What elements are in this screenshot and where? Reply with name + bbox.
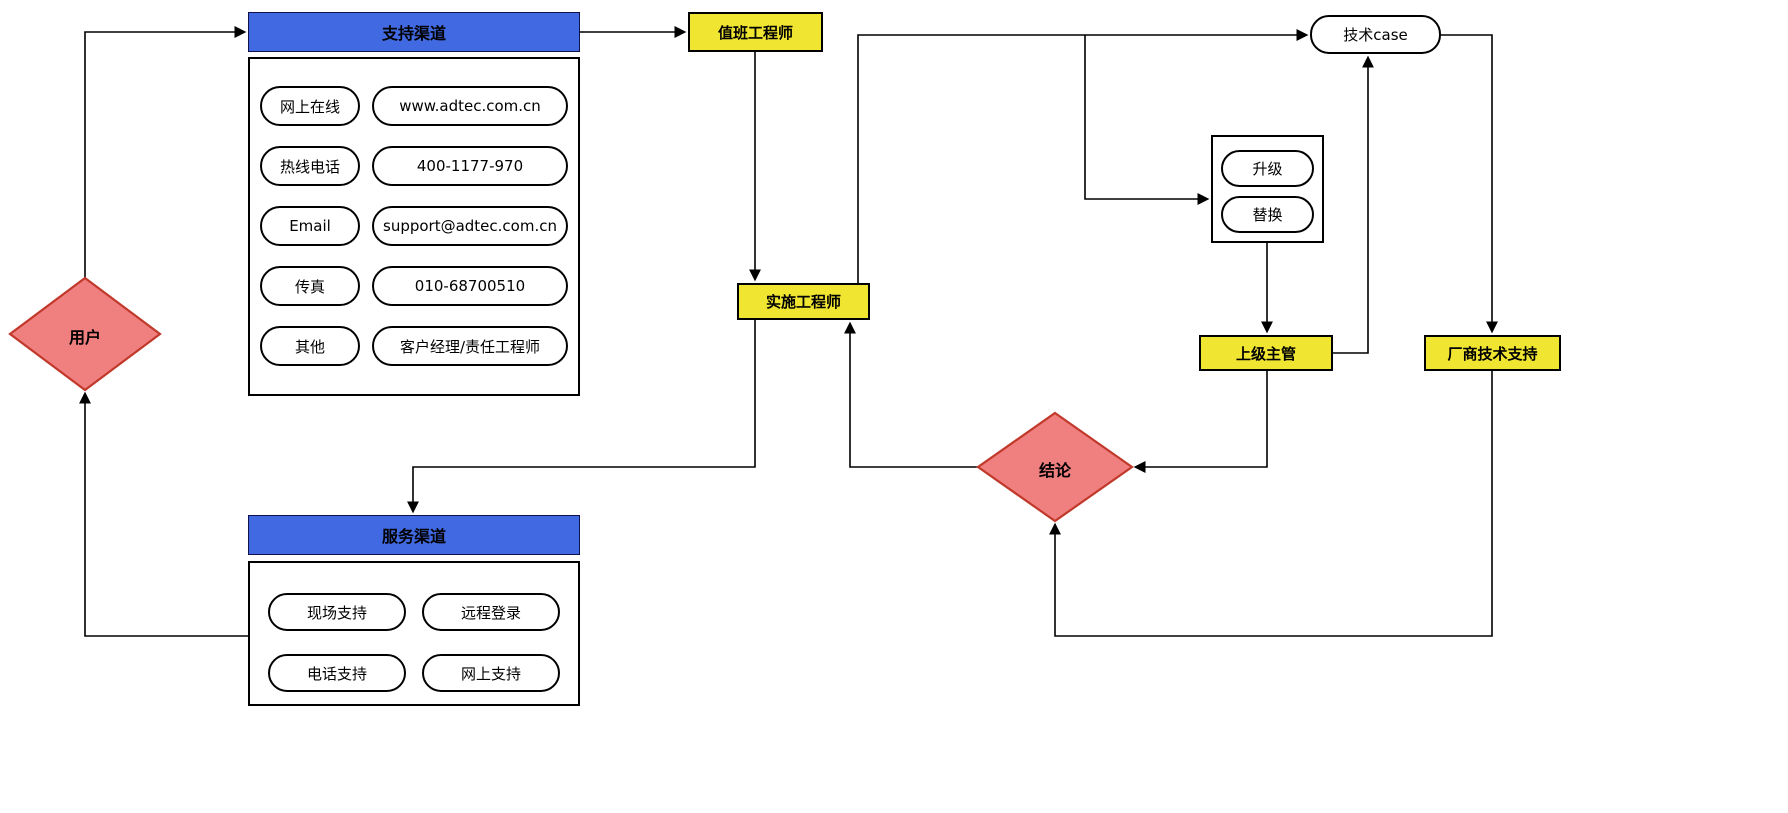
support-channel-row: 其他 客户经理/责任工程师 <box>260 326 568 366</box>
upgrade-pill: 升级 <box>1221 150 1314 187</box>
node-vendor-support: 厂商技术支持 <box>1424 335 1561 371</box>
service-item-pill: 电话支持 <box>268 654 406 692</box>
node-supervisor: 上级主管 <box>1199 335 1333 371</box>
edge-supervisor-to-tech-case <box>1333 55 1374 354</box>
edge-tech-case-to-vendor-support <box>1441 34 1498 334</box>
channel-type-pill: 热线电话 <box>260 146 360 186</box>
conclusion-label: 结论 <box>1038 461 1071 480</box>
node-escalation-options: 升级 替换 <box>1211 135 1324 243</box>
support-channel-row: 传真 010-68700510 <box>260 266 568 306</box>
edge-service-channels-to-user <box>79 391 248 637</box>
support-channel-row: 热线电话 400-1177-970 <box>260 146 568 186</box>
support-channel-row: Email support@adtec.com.cn <box>260 206 568 246</box>
node-duty-engineer: 值班工程师 <box>688 12 823 52</box>
node-support-channels-header: 支持渠道 <box>248 12 580 52</box>
replace-pill: 替换 <box>1221 196 1314 233</box>
edge-implementation-engineer-to-service-channels <box>407 320 756 514</box>
edge-vendor-support-to-conclusion <box>1049 371 1493 637</box>
node-service-channels-header: 服务渠道 <box>248 515 580 555</box>
channel-type-pill: 网上在线 <box>260 86 360 126</box>
channel-type-pill: 传真 <box>260 266 360 306</box>
edge-user-to-support-channels <box>84 26 247 278</box>
edge-supervisor-to-conclusion <box>1133 371 1268 473</box>
service-item-pill: 现场支持 <box>268 593 406 631</box>
node-support-channels-list: 网上在线 www.adtec.com.cn 热线电话 400-1177-970 … <box>248 57 580 396</box>
edge-conclusion-to-implementation-engineer <box>844 321 978 468</box>
channel-type-pill: 其他 <box>260 326 360 366</box>
node-tech-case: 技术case <box>1310 15 1441 54</box>
channel-value-pill: 400-1177-970 <box>372 146 568 186</box>
user-label: 用户 <box>68 328 101 347</box>
edge-branch-to-escalation-options <box>1084 35 1210 205</box>
channel-type-pill: Email <box>260 206 360 246</box>
node-service-channels-list: 现场支持 远程登录 电话支持 网上支持 <box>248 561 580 706</box>
channel-value-pill: 010-68700510 <box>372 266 568 306</box>
conclusion-diamond <box>976 411 1134 523</box>
channel-value-pill: 客户经理/责任工程师 <box>372 326 568 366</box>
channel-value-pill: support@adtec.com.cn <box>372 206 568 246</box>
channel-value-pill: www.adtec.com.cn <box>372 86 568 126</box>
node-implementation-engineer: 实施工程师 <box>737 283 870 320</box>
user-diamond <box>8 276 162 392</box>
service-item-pill: 远程登录 <box>422 593 560 631</box>
service-item-pill: 网上支持 <box>422 654 560 692</box>
edge-implementation-engineer-to-tech-case <box>857 29 1309 283</box>
support-channel-row: 网上在线 www.adtec.com.cn <box>260 86 568 126</box>
